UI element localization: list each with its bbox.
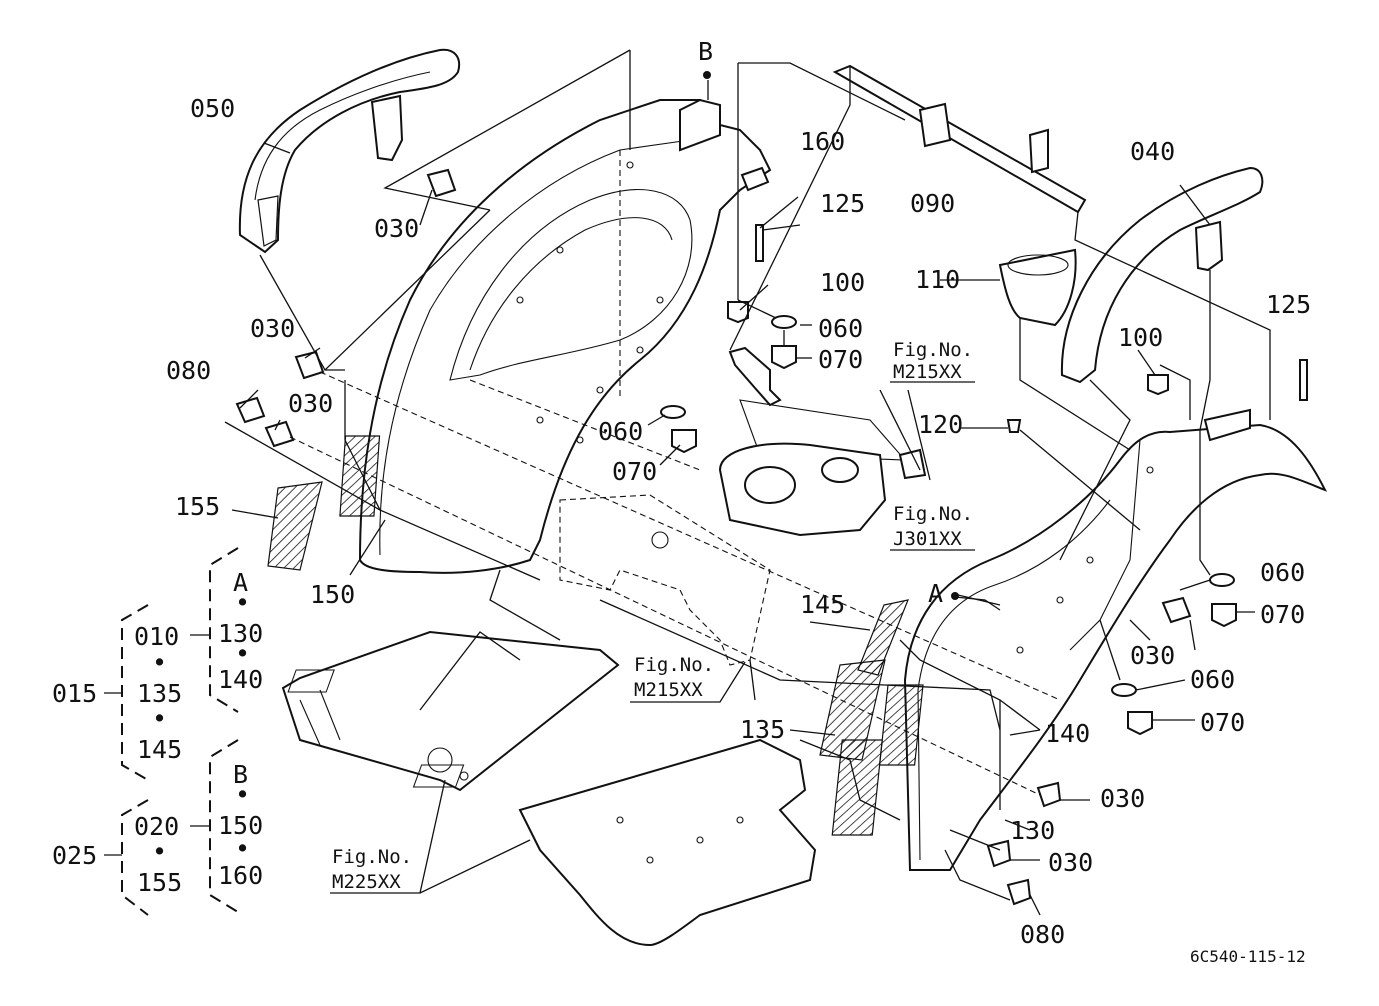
label-080-b: 080: [1020, 920, 1065, 949]
label-100-a: 100: [820, 268, 865, 297]
legend-025: 025: [52, 841, 97, 870]
label-060-c: 060: [1260, 558, 1305, 587]
fig-ref-4-line1: Fig.No.: [332, 846, 412, 868]
fig-ref-1-line2: M215XX: [893, 361, 962, 383]
set-legend: A • 130 • 140 B • 150 • 160 010 • 135 • …: [52, 568, 263, 897]
label-030-b: 030: [250, 314, 295, 343]
decal-155: [267, 481, 323, 571]
legend-dot: •: [235, 639, 250, 668]
legend-160: 160: [218, 861, 263, 890]
label-030-a: 030: [374, 214, 419, 243]
decal-150: [339, 435, 381, 517]
legend-B: B: [233, 760, 248, 789]
legend-dot: •: [235, 588, 250, 617]
label-030-d: 030: [1130, 641, 1175, 670]
legend-dot: •: [152, 837, 167, 866]
label-135: 135: [740, 715, 785, 744]
decal-135: [819, 659, 886, 761]
marker-B-dot: [703, 71, 711, 79]
fig-ref-2-line1: Fig.No.: [893, 503, 973, 525]
left-fender: [358, 98, 772, 574]
drawing-code: 6C540-115-12: [1190, 947, 1306, 966]
label-100-b: 100: [1118, 323, 1163, 352]
label-030-e: 030: [1100, 784, 1145, 813]
fig-ref-3-line2: M215XX: [634, 679, 703, 701]
floor-plate-right: [412, 738, 817, 947]
label-B: B: [698, 37, 713, 66]
label-060-a: 060: [818, 314, 863, 343]
fig-ref-group: [330, 381, 975, 894]
fig-ref-1-line1: Fig.No.: [893, 339, 973, 361]
fig-ref-3-line1: Fig.No.: [634, 654, 714, 676]
label-160: 160: [800, 127, 845, 156]
legend-140: 140: [218, 665, 263, 694]
right-fender: [903, 408, 1328, 871]
legend-A: A: [233, 568, 248, 597]
label-125-b: 125: [1266, 290, 1311, 319]
grip-bar-left: [238, 48, 460, 254]
label-070-b: 070: [612, 457, 657, 486]
bolts-030-080: [235, 168, 1192, 906]
legend-155: 155: [137, 868, 182, 897]
label-070-c: 070: [1260, 600, 1305, 629]
label-150: 150: [310, 580, 355, 609]
legend-130: 130: [218, 619, 263, 648]
legend-brackets: [104, 547, 239, 916]
label-130: 130: [1010, 816, 1055, 845]
label-155: 155: [175, 492, 220, 521]
fig-ref-2-line2: J301XX: [893, 528, 962, 550]
legend-020: 020: [134, 812, 179, 841]
label-140: 140: [1045, 719, 1090, 748]
label-070-d: 070: [1200, 708, 1245, 737]
legend-135: 135: [137, 679, 182, 708]
label-080-a: 080: [166, 356, 211, 385]
label-060-b: 060: [598, 417, 643, 446]
bolt-160: [740, 166, 770, 192]
cup-holder-110: [998, 248, 1077, 327]
valve-assembly: [718, 346, 927, 537]
bracket-bar-090: [832, 64, 1087, 214]
floor-plate-left: [281, 630, 620, 792]
label-050: 050: [190, 94, 235, 123]
leader-lines: [224, 49, 1271, 916]
legend-dot: •: [235, 834, 250, 863]
marker-A-dot: [951, 592, 959, 600]
legend-015: 015: [52, 679, 97, 708]
grip-bar-right: [1060, 166, 1264, 384]
label-110: 110: [915, 265, 960, 294]
label-145: 145: [800, 590, 845, 619]
label-090: 090: [910, 189, 955, 218]
part-labels: 050 030 030 080 030 B 160 125 090 040 11…: [166, 37, 1311, 949]
legend-150: 150: [218, 811, 263, 840]
legend-010: 010: [134, 622, 179, 651]
legend-dot: •: [235, 780, 250, 809]
pin-125-right: [1299, 359, 1308, 401]
label-125-a: 125: [820, 189, 865, 218]
fig-ref-4-line2: M225XX: [332, 871, 401, 893]
label-070-a: 070: [818, 345, 863, 374]
label-120: 120: [918, 410, 963, 439]
label-030-f: 030: [1048, 848, 1093, 877]
legend-145: 145: [137, 735, 182, 764]
decal-140: [878, 684, 924, 766]
rear-cover-plate: [559, 494, 771, 666]
label-A: A: [928, 579, 943, 608]
legend-dot: •: [152, 704, 167, 733]
legend-dot: •: [152, 648, 167, 677]
label-030-c: 030: [288, 389, 333, 418]
label-040: 040: [1130, 137, 1175, 166]
pin-125-left: [755, 224, 764, 262]
figure-references: Fig.No. M215XX Fig.No. J301XX Fig.No. M2…: [332, 339, 973, 893]
label-060-d: 060: [1190, 665, 1235, 694]
